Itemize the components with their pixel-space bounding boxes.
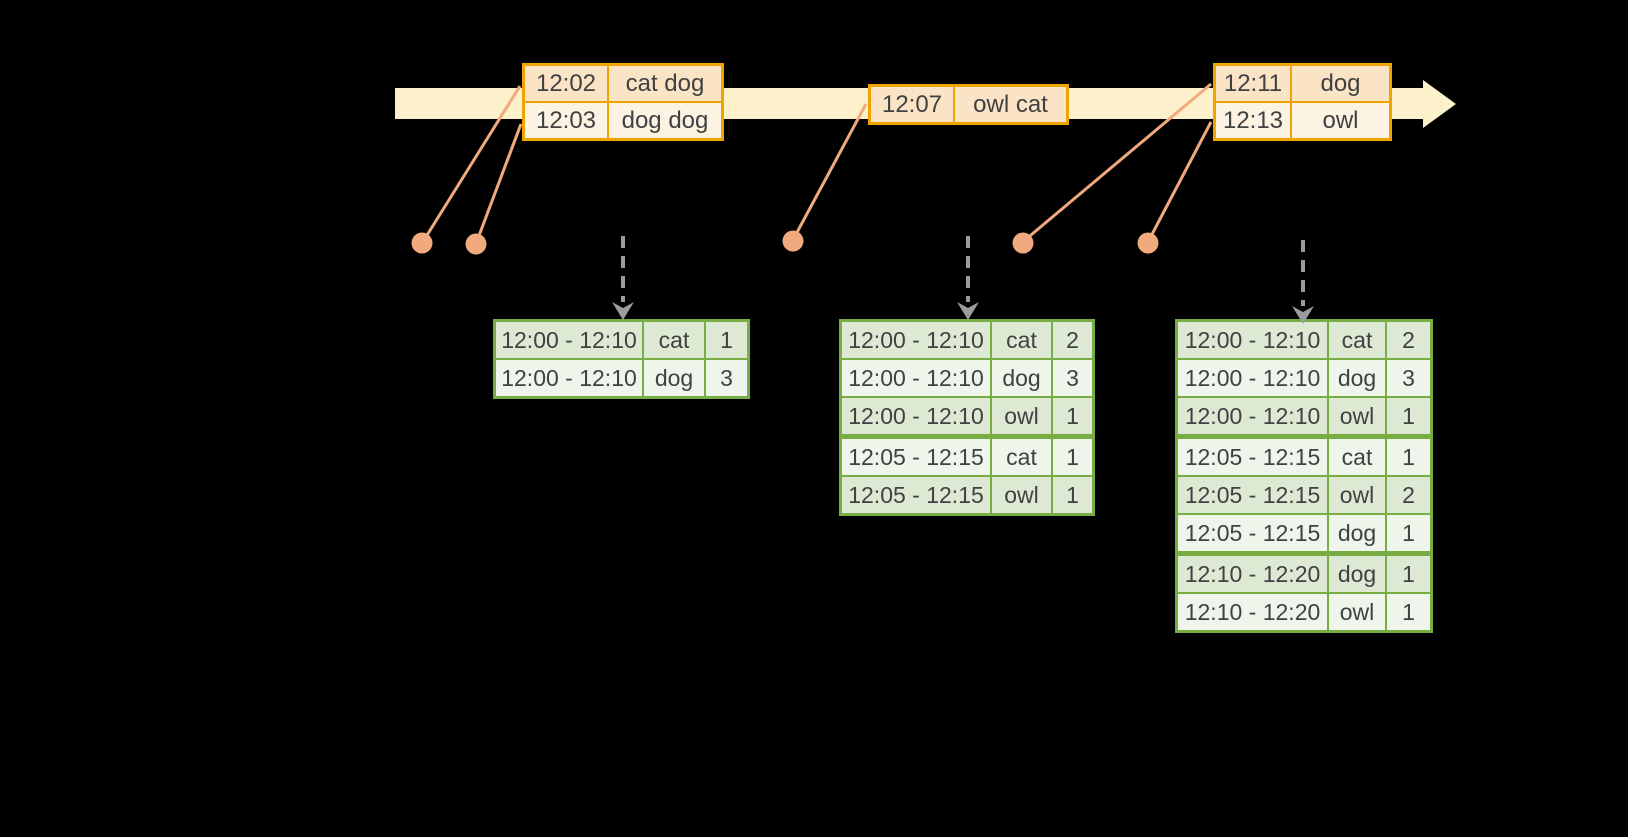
event-dot xyxy=(1012,232,1034,254)
event-connector-line xyxy=(792,103,868,239)
count-cell: 1 xyxy=(706,322,747,358)
word-cell: cat xyxy=(644,322,704,358)
count-cell: 1 xyxy=(1387,398,1430,434)
trigger-arrow-icon xyxy=(612,236,634,320)
word-cell: cat xyxy=(1329,322,1385,358)
table-row: 12:05 - 12:15 cat 1 xyxy=(1178,439,1430,475)
count-cell: 1 xyxy=(1387,594,1430,630)
table-row: 12:07 owl cat xyxy=(871,87,1066,122)
event-time-cell: 12:07 xyxy=(871,87,953,122)
count-cell: 3 xyxy=(706,360,747,396)
event-dot xyxy=(782,230,804,252)
word-cell: owl xyxy=(992,477,1051,513)
event-words-cell: dog xyxy=(1292,66,1389,101)
table-row: 12:02 cat dog xyxy=(525,66,721,101)
event-time-cell: 12:02 xyxy=(525,66,607,101)
window-cell: 12:05 - 12:15 xyxy=(1178,477,1327,513)
word-cell: dog xyxy=(1329,556,1385,592)
word-cell: owl xyxy=(1329,594,1385,630)
result-table-3: 12:00 - 12:10 cat 2 12:00 - 12:10 dog 3 … xyxy=(1175,319,1433,633)
count-cell: 1 xyxy=(1053,398,1092,434)
event-time-cell: 12:11 xyxy=(1216,66,1290,101)
event-batch-table-1: 12:02 cat dog 12:03 dog dog xyxy=(522,63,724,141)
count-cell: 2 xyxy=(1387,322,1430,358)
table-row: 12:05 - 12:15 owl 2 xyxy=(1178,477,1430,513)
timeline-arrowhead-icon xyxy=(1423,80,1456,128)
count-cell: 1 xyxy=(1053,477,1092,513)
table-row: 12:03 dog dog xyxy=(525,103,721,138)
result-table-2: 12:00 - 12:10 cat 2 12:00 - 12:10 dog 3 … xyxy=(839,319,1095,516)
table-row: 12:05 - 12:15 dog 1 xyxy=(1178,515,1430,551)
window-cell: 12:00 - 12:10 xyxy=(496,360,642,396)
event-words-cell: dog dog xyxy=(609,103,721,138)
table-row: 12:00 - 12:10 owl 1 xyxy=(1178,398,1430,434)
event-connector-line xyxy=(475,123,523,242)
event-dot xyxy=(465,233,487,255)
table-row: 12:00 - 12:10 dog 3 xyxy=(496,360,747,396)
window-cell: 12:00 - 12:10 xyxy=(1178,360,1327,396)
word-cell: owl xyxy=(1329,398,1385,434)
event-dot xyxy=(1137,232,1159,254)
count-cell: 1 xyxy=(1053,439,1092,475)
result-table-1: 12:00 - 12:10 cat 1 12:00 - 12:10 dog 3 xyxy=(493,319,750,399)
window-cell: 12:00 - 12:10 xyxy=(842,322,990,358)
window-cell: 12:00 - 12:10 xyxy=(842,360,990,396)
event-batch-table-2: 12:07 owl cat xyxy=(868,84,1069,125)
trigger-arrow-icon xyxy=(957,236,979,320)
event-words-cell: cat dog xyxy=(609,66,721,101)
word-cell: dog xyxy=(992,360,1051,396)
table-row: 12:00 - 12:10 dog 3 xyxy=(842,360,1092,396)
table-row: 12:05 - 12:15 owl 1 xyxy=(842,477,1092,513)
event-dot xyxy=(411,232,433,254)
event-words-cell: owl xyxy=(1292,103,1389,138)
word-cell: dog xyxy=(1329,515,1385,551)
window-cell: 12:10 - 12:20 xyxy=(1178,594,1327,630)
count-cell: 2 xyxy=(1053,322,1092,358)
trigger-arrow-icon xyxy=(1292,240,1314,324)
word-cell: owl xyxy=(992,398,1051,434)
window-cell: 12:00 - 12:10 xyxy=(496,322,642,358)
table-row: 12:13 owl xyxy=(1216,103,1389,138)
window-cell: 12:05 - 12:15 xyxy=(1178,515,1327,551)
window-cell: 12:00 - 12:10 xyxy=(842,398,990,434)
table-row: 12:10 - 12:20 owl 1 xyxy=(1178,594,1430,630)
word-cell: dog xyxy=(1329,360,1385,396)
table-row: 12:00 - 12:10 owl 1 xyxy=(842,398,1092,434)
window-cell: 12:00 - 12:10 xyxy=(1178,322,1327,358)
window-cell: 12:10 - 12:20 xyxy=(1178,556,1327,592)
word-cell: owl xyxy=(1329,477,1385,513)
event-time-cell: 12:13 xyxy=(1216,103,1290,138)
count-cell: 3 xyxy=(1387,360,1430,396)
count-cell: 1 xyxy=(1387,439,1430,475)
event-words-cell: owl cat xyxy=(955,87,1066,122)
count-cell: 3 xyxy=(1053,360,1092,396)
table-row: 12:00 - 12:10 dog 3 xyxy=(1178,360,1430,396)
word-cell: dog xyxy=(644,360,704,396)
event-connector-line xyxy=(1147,121,1213,241)
window-cell: 12:05 - 12:15 xyxy=(1178,439,1327,475)
event-time-cell: 12:03 xyxy=(525,103,607,138)
table-row: 12:00 - 12:10 cat 2 xyxy=(1178,322,1430,358)
word-cell: cat xyxy=(992,322,1051,358)
table-row: 12:05 - 12:15 cat 1 xyxy=(842,439,1092,475)
table-row: 12:11 dog xyxy=(1216,66,1389,101)
word-cell: cat xyxy=(992,439,1051,475)
window-cell: 12:05 - 12:15 xyxy=(842,477,990,513)
window-cell: 12:00 - 12:10 xyxy=(1178,398,1327,434)
table-row: 12:00 - 12:10 cat 1 xyxy=(496,322,747,358)
count-cell: 1 xyxy=(1387,515,1430,551)
table-row: 12:00 - 12:10 cat 2 xyxy=(842,322,1092,358)
window-cell: 12:05 - 12:15 xyxy=(842,439,990,475)
word-cell: cat xyxy=(1329,439,1385,475)
count-cell: 1 xyxy=(1387,556,1430,592)
table-row: 12:10 - 12:20 dog 1 xyxy=(1178,556,1430,592)
event-batch-table-3: 12:11 dog 12:13 owl xyxy=(1213,63,1392,141)
count-cell: 2 xyxy=(1387,477,1430,513)
